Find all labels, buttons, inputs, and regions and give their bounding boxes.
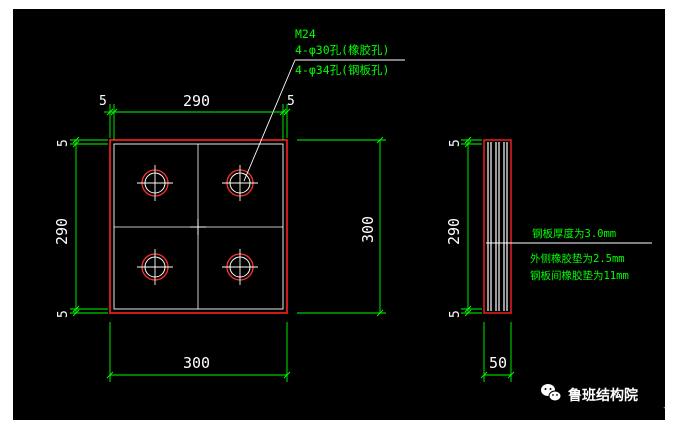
watermark: 鲁班结构院: [541, 384, 638, 404]
dim-top-mid: 290: [183, 92, 210, 110]
section-dim-bottom: 50: [489, 354, 507, 372]
dim-left-mid: 290: [53, 218, 71, 245]
section-outline: [483, 139, 512, 314]
annotation-line2: 4-φ30孔(橡胶孔): [295, 43, 389, 57]
watermark-text: 鲁班结构院: [567, 387, 638, 404]
plate-inner-outline: [113, 143, 284, 310]
dim-top-right: 5: [287, 94, 295, 109]
bolt-annotation: M24 4-φ30孔(橡胶孔) 4-φ34孔(钢板孔): [295, 27, 389, 77]
section-note2: 外侧橡胶垫为2.5mm: [530, 252, 625, 265]
leader-line: [243, 59, 405, 182]
section-dim-left-top: 5: [448, 139, 463, 147]
section-note1: 钢板厚度为3.0mm: [532, 227, 616, 240]
bolt-hole-bottom-right: [222, 249, 258, 285]
dim-top-left: 5: [99, 94, 107, 109]
wechat-icon: [541, 384, 562, 402]
plate-outline: [109, 139, 288, 314]
section-dimension-lines: [461, 136, 515, 382]
dim-left-bottom: 5: [56, 310, 71, 318]
section-note3: 钢板间橡胶垫为11mm: [530, 269, 629, 282]
section-notes: 钢板厚度为3.0mm 外侧橡胶垫为2.5mm 钢板间橡胶垫为11mm: [530, 227, 629, 282]
section-view: [483, 139, 652, 314]
bolt-hole-top-left: [137, 165, 173, 201]
plan-dimension-lines: [70, 104, 386, 382]
section-dim-left-bottom: 5: [448, 310, 463, 318]
plan-view: [109, 59, 405, 314]
section-dimension-texts: 5 290 5 50: [445, 139, 507, 372]
plan-dimension-texts: 5 290 5 5 290 5 300 300: [53, 92, 377, 372]
section-steel-plates: [487, 142, 508, 311]
cad-drawing-canvas: M24 4-φ30孔(橡胶孔) 4-φ34孔(钢板孔): [13, 9, 665, 420]
annotation-line3: 4-φ34孔(钢板孔): [295, 63, 389, 77]
dim-bottom: 300: [183, 354, 210, 372]
section-dim-left-mid: 290: [445, 218, 463, 245]
dim-left-top: 5: [56, 139, 71, 147]
bolt-hole-bottom-left: [137, 249, 173, 285]
annotation-line1: M24: [295, 27, 316, 41]
corner-mark: +: [663, 404, 665, 412]
dim-right: 300: [359, 216, 377, 243]
bolt-hole-top-right: [222, 165, 258, 201]
